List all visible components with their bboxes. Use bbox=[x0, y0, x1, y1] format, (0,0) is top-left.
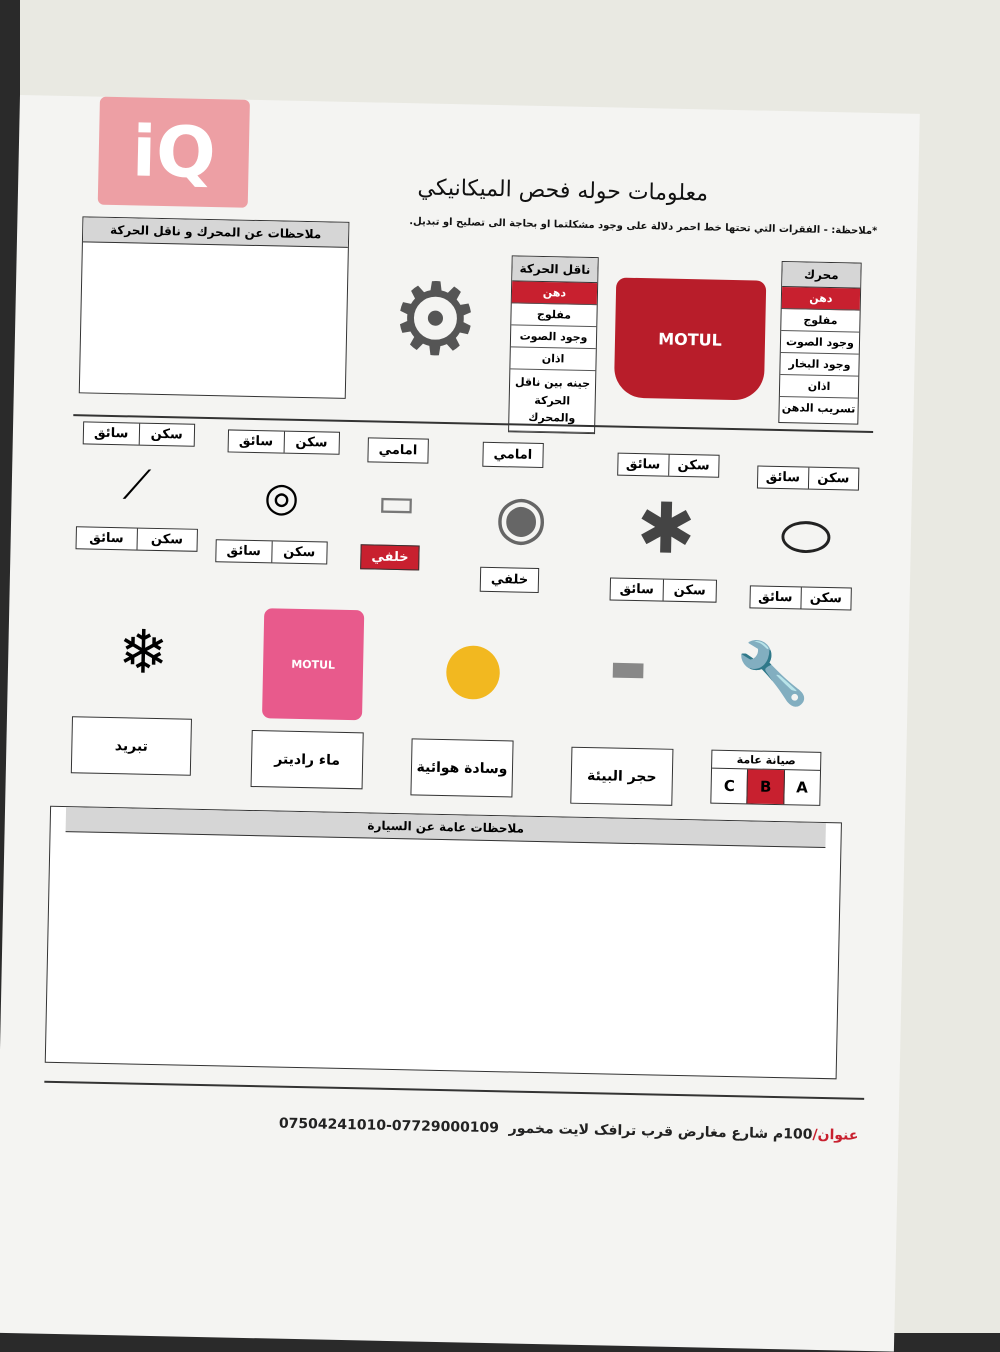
service-cooling[interactable]: تبريد bbox=[70, 716, 192, 776]
note-text: *ملاحظة: - الفقرات التي تحتها خط احمر دل… bbox=[409, 216, 878, 237]
engine-row: مفلوج bbox=[781, 308, 860, 333]
engine-header: محرك bbox=[782, 262, 861, 289]
brake-pad-icon: ▭ bbox=[377, 479, 416, 527]
engine-table: محرك دهن مفلوج وجود الصوت وجود البخار اذ… bbox=[778, 260, 862, 425]
stabilizer-link-icon: ⟋ bbox=[122, 461, 152, 509]
passenger-label: سكن bbox=[136, 528, 197, 551]
cv-boot-icon: ◎ bbox=[263, 474, 300, 521]
brake-disc-rear-label: خلفي bbox=[479, 566, 540, 593]
brake-disc-front-label: امامي bbox=[482, 441, 544, 469]
stabilizer-link-top-pair: سائق سكن bbox=[82, 421, 196, 447]
cv-boot-top-pair: سائق سكن bbox=[227, 429, 341, 455]
engine-row: وجود الصوت bbox=[780, 330, 860, 355]
engine-brand: MOTUL bbox=[658, 328, 723, 350]
passenger-label: سكن bbox=[807, 467, 859, 490]
inspection-sheet: iQ معلومات حوله فحص الميكانيكي *ملاحظة: … bbox=[0, 95, 920, 1352]
maintenance-tools-icon: 🔧 bbox=[734, 637, 812, 710]
driver-label: سائق bbox=[758, 589, 793, 606]
engine-row: وجود البخار bbox=[780, 352, 859, 377]
maintenance-grade-box: صيانة عامة C B A bbox=[710, 749, 822, 806]
tire-top-pair: سائق سكن bbox=[756, 465, 860, 491]
general-notes-header: ملاحظات عامة عن السيارة bbox=[65, 807, 826, 849]
driver-label: سائق bbox=[93, 425, 129, 442]
engine-notes-header: ملاحظات عن المحرك و ناقل الحركة bbox=[82, 217, 349, 248]
driver-label: سائق bbox=[765, 469, 801, 486]
car-ac-icon: ❄ bbox=[117, 617, 170, 689]
transmission-header: ناقل الحركة bbox=[512, 256, 598, 284]
page-title: معلومات حوله فحص الميكانيكي bbox=[417, 175, 709, 207]
rim-icon: ✱ bbox=[635, 487, 697, 571]
footer-address: عنوان/100م شارع مغارض قرب ترافک لايت مخم… bbox=[279, 1116, 859, 1144]
footer-divider bbox=[44, 1080, 865, 1100]
transmission-row: دهن bbox=[511, 281, 598, 306]
engine-row: دهن bbox=[781, 287, 861, 311]
grade-a[interactable]: A bbox=[795, 778, 808, 797]
passenger-label: سكن bbox=[667, 454, 719, 477]
engine-row: اذان bbox=[779, 374, 859, 399]
general-notes-box[interactable]: ملاحظات عامة عن السيارة bbox=[44, 805, 842, 1080]
stabilizer-link-bottom-pair: سائق سكن bbox=[75, 526, 198, 552]
passenger-label: سكن bbox=[662, 579, 716, 602]
passenger-label: سكن bbox=[270, 541, 327, 564]
engine-image: MOTUL bbox=[613, 277, 767, 401]
engine-row: تسريب الدهن bbox=[781, 401, 856, 416]
rim-top-pair: سائق سكن bbox=[617, 452, 720, 478]
address-text: 100م شارع مغارض قرب ترافک لايت مخمور bbox=[508, 1120, 813, 1143]
service-catalytic[interactable]: حجر البيئة bbox=[570, 746, 674, 806]
passenger-label: سكن bbox=[283, 431, 339, 454]
driver-label: سائق bbox=[625, 456, 661, 473]
service-radiator-water[interactable]: ماء راديتر bbox=[250, 729, 364, 790]
transmission-row: اذان bbox=[510, 347, 596, 372]
grade-c[interactable]: C bbox=[723, 776, 736, 796]
engine-notes-box[interactable]: ملاحظات عن المحرك و ناقل الحركة bbox=[78, 216, 350, 399]
rim-bottom-pair: سائق سكن bbox=[609, 577, 718, 603]
cv-boot-bottom-pair: سائق سكن bbox=[215, 539, 328, 565]
address-key: عنوان/ bbox=[812, 1126, 859, 1144]
phone-numbers: 07729000109-07504241010 bbox=[278, 1115, 500, 1137]
passenger-label: سكن bbox=[799, 587, 851, 610]
transmission-row: وجود الصوت bbox=[510, 325, 597, 350]
airbag-icon: ● bbox=[441, 624, 505, 709]
brake-pad-rear-label: خلفي bbox=[360, 544, 420, 571]
coolant-bottle-icon: MOTUL bbox=[262, 608, 365, 721]
brake-disc-icon: ◉ bbox=[494, 482, 549, 554]
transmission-table: ناقل الحركة دهن مفلوج وجود الصوت اذان جي… bbox=[508, 255, 599, 434]
driver-label: سائق bbox=[226, 543, 262, 560]
watermark-logo: iQ bbox=[97, 96, 250, 208]
brake-pad-front-label: امامي bbox=[367, 437, 429, 464]
service-airbag[interactable]: وسادة هوائية bbox=[410, 738, 514, 798]
transmission-row: مفلوج bbox=[511, 303, 597, 328]
maintenance-header: صيانة عامة bbox=[712, 750, 821, 771]
tire-bottom-pair: سائق سكن bbox=[749, 585, 852, 611]
tire-icon: ⬭ bbox=[779, 501, 833, 573]
gears-icon: ⚙ bbox=[389, 259, 482, 379]
passenger-label: سكن bbox=[138, 423, 195, 446]
driver-label: سائق bbox=[238, 433, 274, 450]
driver-label: سائق bbox=[89, 530, 124, 547]
grade-b-selected[interactable]: B bbox=[746, 769, 785, 805]
driver-label: سائق bbox=[619, 581, 655, 598]
catalytic-converter-icon: ▬ bbox=[608, 644, 648, 692]
